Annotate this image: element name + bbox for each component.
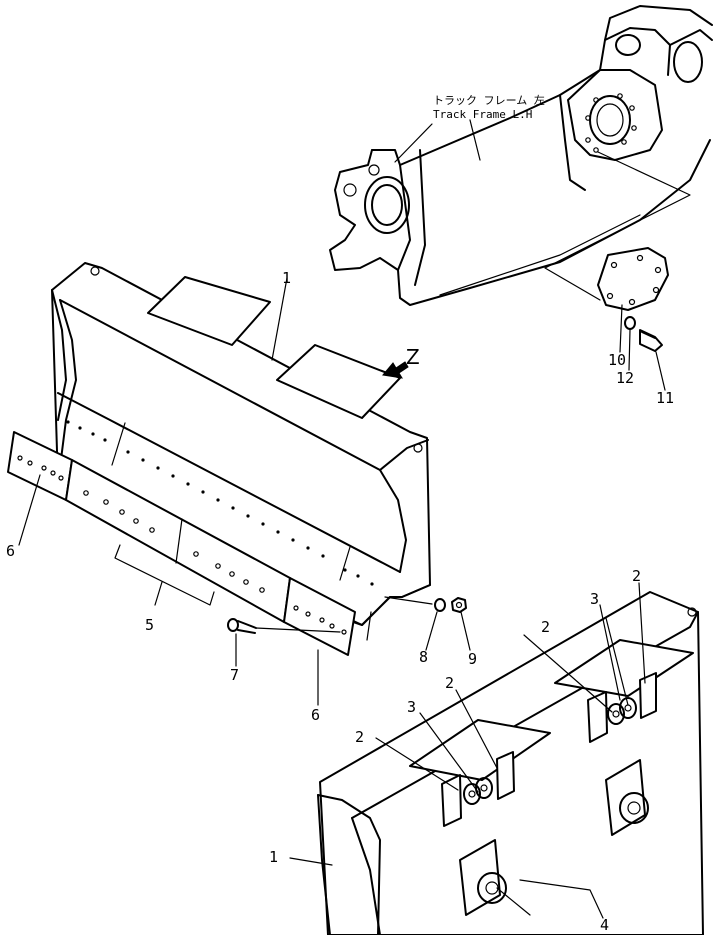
track-frame-note-jp: トラック フレーム 左: [433, 94, 545, 107]
callout-10: 10: [608, 351, 626, 369]
callout-2-b: 2: [445, 674, 454, 692]
callout-11: 11: [656, 389, 674, 407]
callout-1-bottom: 1: [269, 848, 278, 866]
trunnion-upper: [605, 759, 649, 836]
callout-3-b: 3: [590, 590, 599, 608]
track-frame: [329, 5, 713, 306]
callout-8: 8: [419, 648, 428, 666]
callout-4: 4: [600, 916, 609, 934]
mount-plate-a: [147, 276, 271, 346]
callout-7: 7: [230, 666, 239, 684]
callout-6-left: 6: [6, 542, 15, 560]
lower-mount-upper: [554, 639, 694, 743]
leader-lines: [18, 277, 666, 919]
washer-12: [624, 316, 636, 330]
note-leader: [394, 123, 433, 163]
callout-2-c: 2: [541, 618, 550, 636]
callout-9: 9: [468, 650, 477, 668]
track-frame-note-en: Track Frame L.H: [433, 108, 532, 121]
washer-8: [434, 598, 446, 612]
callout-2-d: 2: [632, 567, 641, 585]
trunnion-lower: [459, 839, 507, 916]
bolt-11: [639, 329, 663, 352]
lower-mount-lower: [409, 719, 551, 827]
blade-bolt-holes: [66, 420, 374, 586]
blade-end-plate: [51, 289, 67, 421]
view-z-arrow: [382, 361, 409, 379]
callout-6-bottom: 6: [311, 706, 320, 724]
callout-1-top: 1: [282, 269, 291, 287]
cover-plate-10: [544, 151, 691, 311]
cutting-edge-right-6: [283, 577, 356, 656]
callout-3-a: 3: [407, 698, 416, 716]
view-z-label: Z: [406, 345, 420, 369]
callout-12: 12: [616, 369, 634, 387]
callout-2-a: 2: [355, 728, 364, 746]
bolt-7: [227, 618, 341, 634]
leader-bolt-line: [384, 596, 433, 605]
callout-5: 5: [145, 616, 154, 634]
leader-5: [114, 544, 215, 606]
nut-9: [451, 597, 467, 613]
